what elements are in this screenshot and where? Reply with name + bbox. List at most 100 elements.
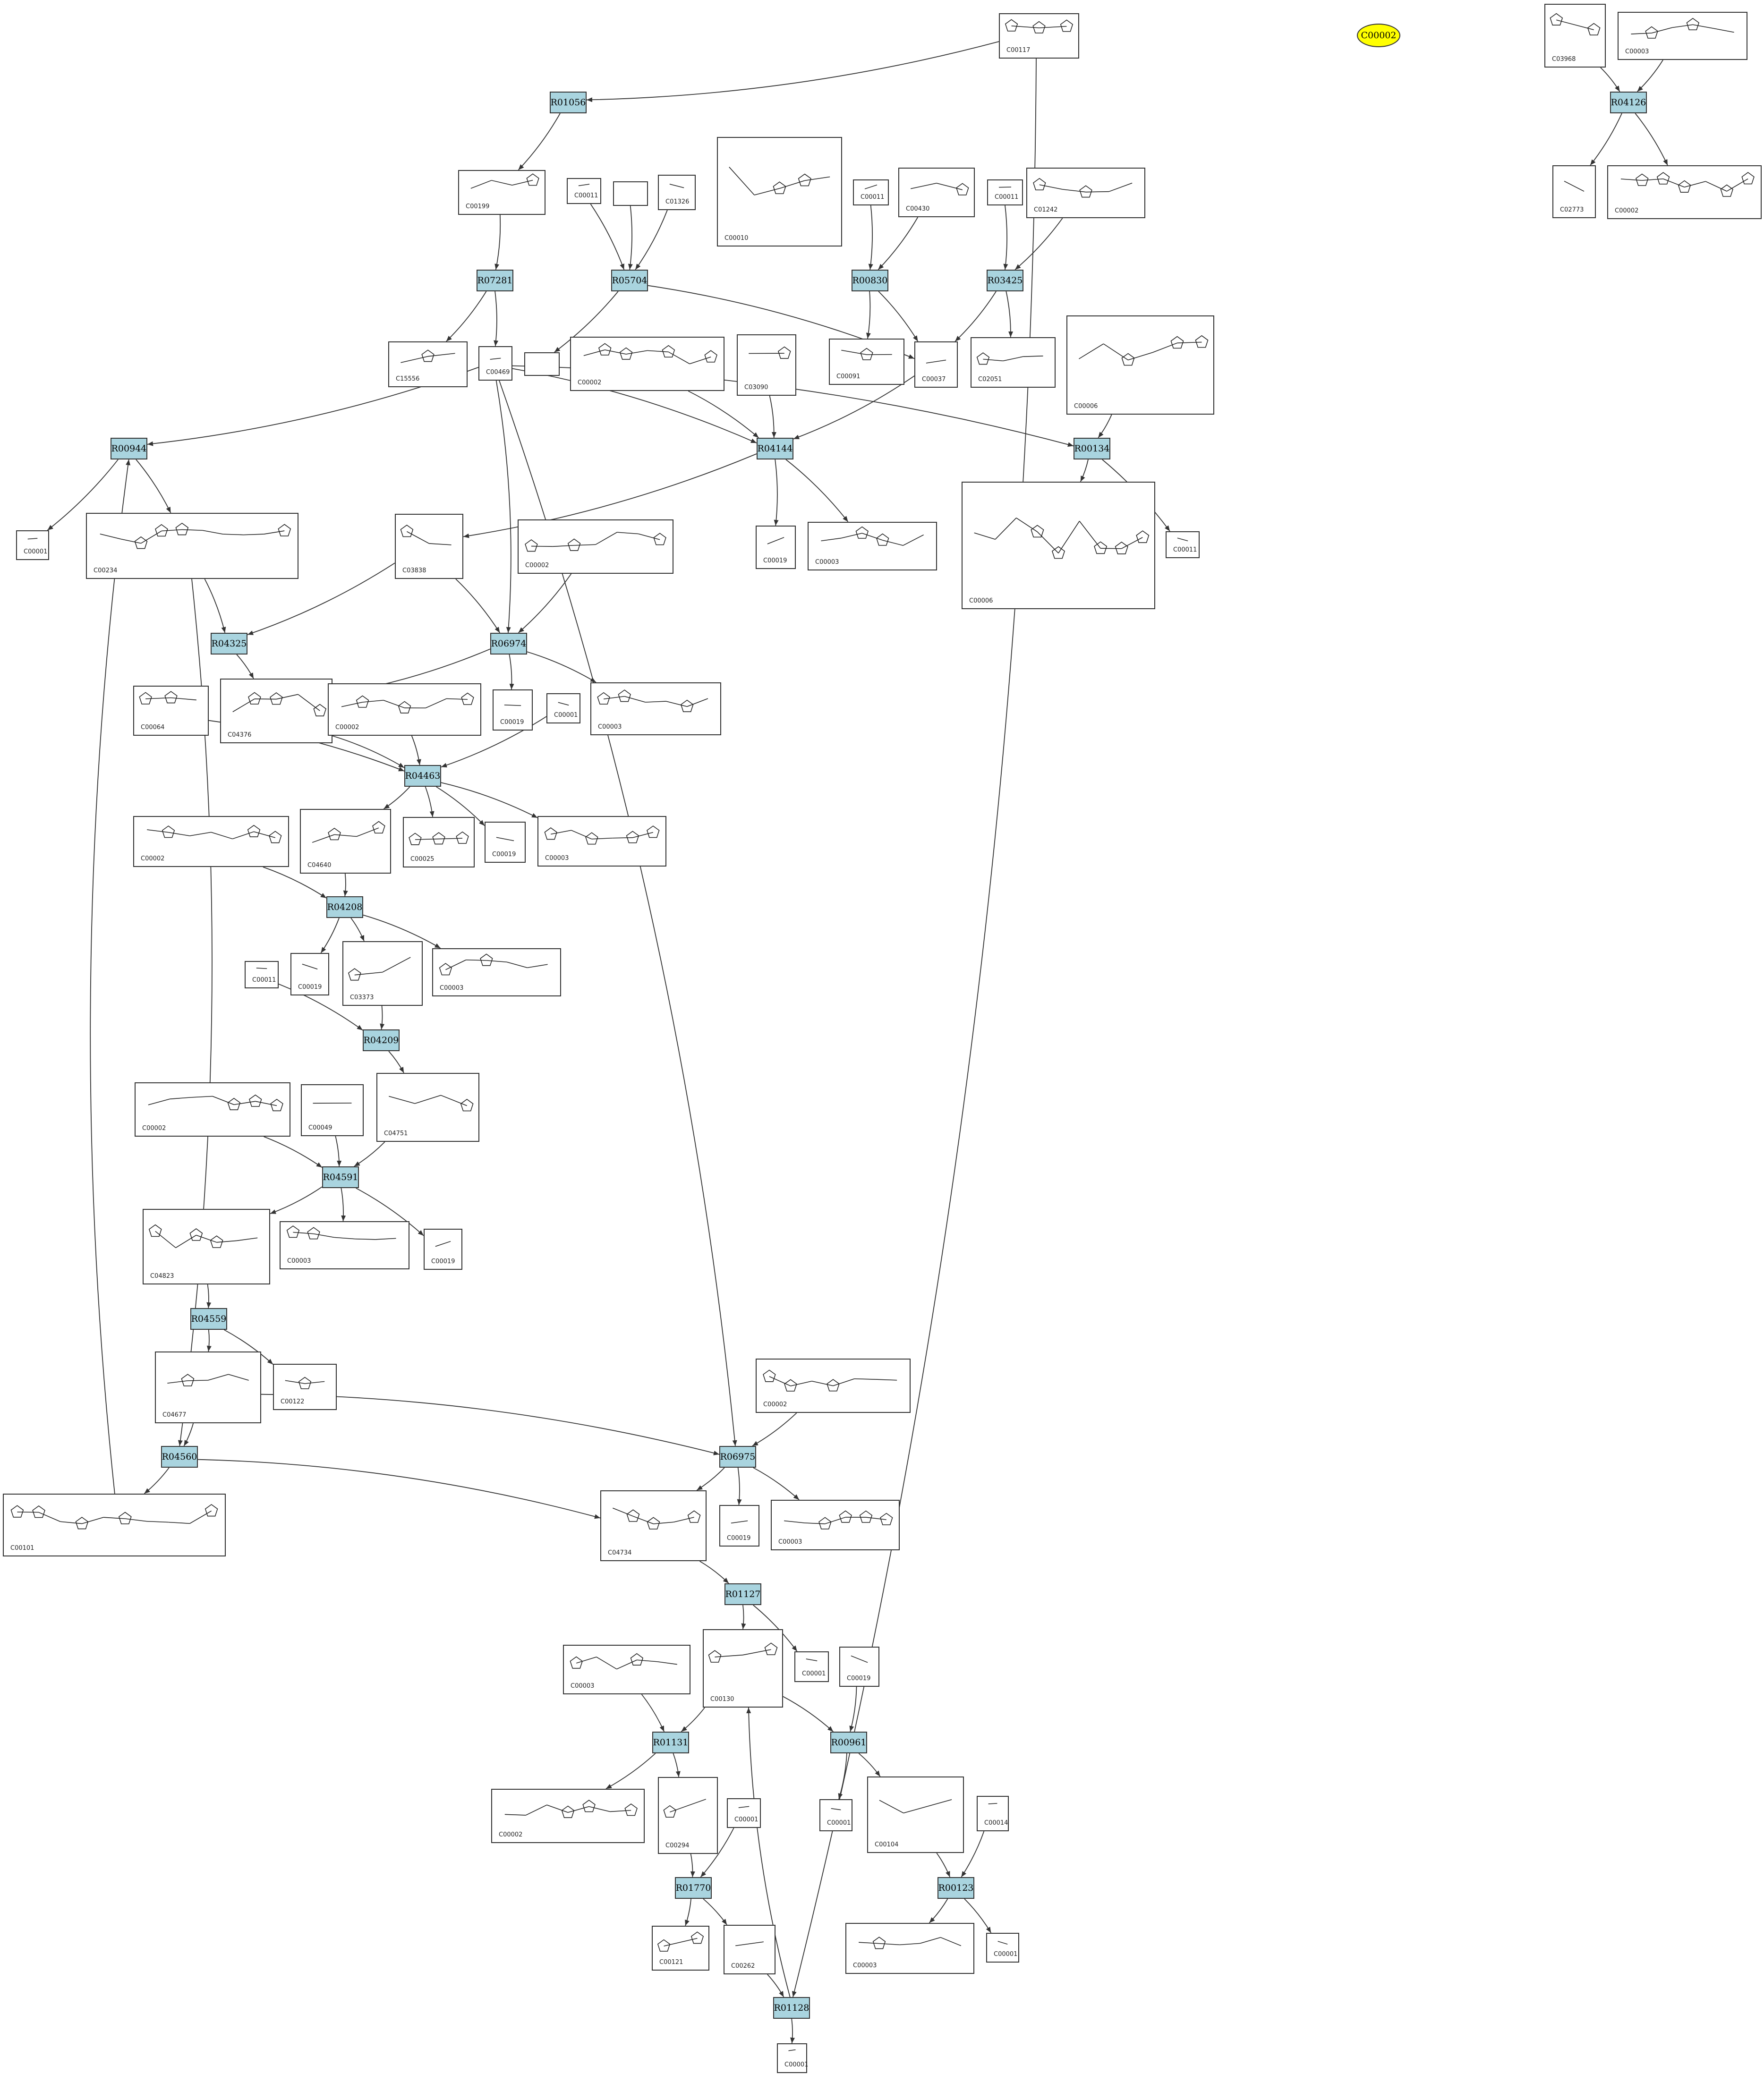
reaction-node[interactable]: R01131 (652, 1732, 689, 1753)
reaction-node[interactable]: R00123 (937, 1877, 974, 1899)
compound-box[interactable]: C00003 (845, 1923, 974, 1974)
highlight-compound[interactable]: C00002 (1357, 24, 1400, 47)
reaction-node[interactable]: R04144 (757, 438, 793, 459)
compound-box[interactable]: C01326 (658, 175, 696, 210)
reaction-node[interactable]: R03425 (987, 270, 1023, 291)
compound-box[interactable] (613, 181, 648, 206)
compound-box[interactable]: C00003 (280, 1221, 409, 1269)
compound-box[interactable]: C03090 (737, 334, 796, 396)
compound-box[interactable]: C00003 (432, 948, 561, 996)
compound-box[interactable]: C00003 (563, 1645, 690, 1694)
compound-box[interactable]: C00002 (328, 683, 481, 736)
reaction-node[interactable]: R06974 (490, 633, 527, 654)
compound-box[interactable]: C00002 (570, 337, 724, 391)
compound-box[interactable]: C00011 (245, 961, 279, 988)
compound-box[interactable]: C00003 (771, 1500, 900, 1550)
compound-box[interactable]: C00025 (403, 817, 475, 867)
compound-box[interactable]: C00001 (777, 2043, 808, 2073)
compound-box[interactable]: C00122 (273, 1364, 337, 1410)
reaction-node[interactable]: R04325 (211, 633, 247, 654)
compound-box[interactable]: C02051 (971, 337, 1056, 388)
compound-box[interactable]: C00001 (819, 1799, 852, 1831)
reaction-node[interactable]: R00961 (830, 1732, 867, 1753)
compound-box[interactable]: C00001 (794, 1651, 829, 1682)
compound-box[interactable]: C00019 (719, 1505, 759, 1547)
compound-box[interactable]: C00019 (493, 689, 533, 731)
compound-box[interactable]: C00091 (829, 339, 904, 385)
reaction-node[interactable]: R04126 (1610, 92, 1647, 113)
compound-box[interactable]: C00049 (301, 1084, 364, 1136)
compound-box[interactable]: C00002 (518, 519, 673, 574)
compound-box[interactable]: C00002 (135, 1082, 290, 1137)
compound-box[interactable]: C00019 (756, 526, 796, 569)
compound-box[interactable]: C00199 (458, 170, 545, 215)
compound-box[interactable]: C00117 (999, 13, 1079, 59)
compound-box[interactable]: C00003 (590, 682, 721, 735)
reaction-node[interactable]: R01056 (550, 92, 587, 113)
compound-box[interactable]: C02773 (1552, 165, 1596, 218)
reaction-node[interactable]: R00134 (1074, 438, 1110, 459)
reaction-node[interactable]: R04463 (404, 765, 441, 787)
compound-box[interactable]: C04677 (155, 1352, 261, 1423)
reaction-node[interactable]: R01128 (773, 1997, 810, 2019)
compound-box[interactable]: C00430 (898, 168, 975, 217)
compound-box[interactable]: C00019 (424, 1229, 462, 1270)
compound-box[interactable]: C00011 (1166, 531, 1200, 558)
compound-box[interactable]: C00104 (867, 1776, 964, 1853)
compound-box[interactable]: C00001 (727, 1798, 761, 1828)
compound-box[interactable]: C03838 (395, 514, 463, 579)
compound-box[interactable]: C00003 (537, 816, 666, 867)
compound-box[interactable]: C00011 (567, 178, 601, 204)
compound-box[interactable]: C00014 (977, 1796, 1009, 1831)
compound-box[interactable]: C00064 (133, 686, 209, 736)
reaction-node[interactable]: R04560 (161, 1446, 198, 1468)
reaction-node[interactable]: R04209 (363, 1029, 400, 1051)
reaction-node[interactable]: R06975 (719, 1446, 756, 1468)
compound-box[interactable]: C04823 (143, 1209, 270, 1284)
compound-box[interactable]: C04640 (300, 809, 391, 874)
compound-box[interactable]: C00019 (839, 1647, 879, 1687)
compound-box[interactable] (524, 352, 560, 376)
reaction-node[interactable]: R04559 (190, 1308, 227, 1330)
compound-box[interactable]: C04376 (220, 679, 332, 743)
reaction-node[interactable]: R04591 (322, 1166, 359, 1188)
compound-box[interactable]: C00010 (717, 137, 842, 246)
reaction-node[interactable]: R05704 (611, 270, 648, 291)
compound-box[interactable]: C15556 (388, 341, 468, 387)
compound-box[interactable]: C00002 (756, 1359, 911, 1413)
compound-box[interactable]: C00121 (652, 1926, 709, 1971)
compound-box[interactable]: C00234 (86, 513, 298, 579)
compound-box[interactable]: C00011 (853, 179, 889, 205)
compound-box[interactable]: C00262 (724, 1925, 775, 1974)
compound-box[interactable]: C00002 (1607, 165, 1762, 219)
reaction-node[interactable]: R01770 (675, 1877, 712, 1899)
compound-box[interactable]: C00002 (133, 816, 289, 867)
compound-box[interactable]: C00003 (808, 522, 937, 570)
compound-box[interactable]: C00002 (491, 1789, 645, 1843)
bond (656, 1661, 677, 1665)
compound-box[interactable]: C00037 (914, 341, 958, 388)
compound-box[interactable]: C04751 (376, 1073, 479, 1142)
compound-box[interactable]: C03373 (342, 941, 423, 1006)
compound-box[interactable]: C00019 (485, 822, 526, 863)
reaction-node[interactable]: R04208 (326, 896, 363, 918)
reaction-node[interactable]: R00944 (111, 438, 147, 459)
reaction-node[interactable]: R00830 (852, 270, 888, 291)
compound-box[interactable]: C00101 (3, 1494, 226, 1556)
compound-box[interactable]: C00469 (478, 346, 512, 381)
compound-box[interactable]: C00001 (546, 693, 580, 723)
compound-box[interactable]: C03968 (1544, 4, 1606, 68)
compound-box[interactable]: C00294 (658, 1777, 718, 1854)
compound-box[interactable]: C00019 (290, 953, 329, 995)
compound-box[interactable]: C00006 (962, 482, 1155, 609)
compound-box[interactable]: C00006 (1066, 315, 1214, 415)
reaction-node[interactable]: R07281 (477, 270, 513, 291)
reaction-node[interactable]: R01127 (724, 1583, 761, 1605)
compound-box[interactable]: C00001 (16, 530, 49, 560)
compound-box[interactable]: C00001 (986, 1933, 1019, 1963)
compound-box[interactable]: C01242 (1026, 168, 1145, 218)
compound-box[interactable]: C00130 (703, 1629, 783, 1708)
compound-box[interactable]: C04734 (600, 1490, 707, 1561)
compound-box[interactable]: C00003 (1618, 12, 1747, 60)
compound-box[interactable]: C00011 (987, 179, 1023, 205)
